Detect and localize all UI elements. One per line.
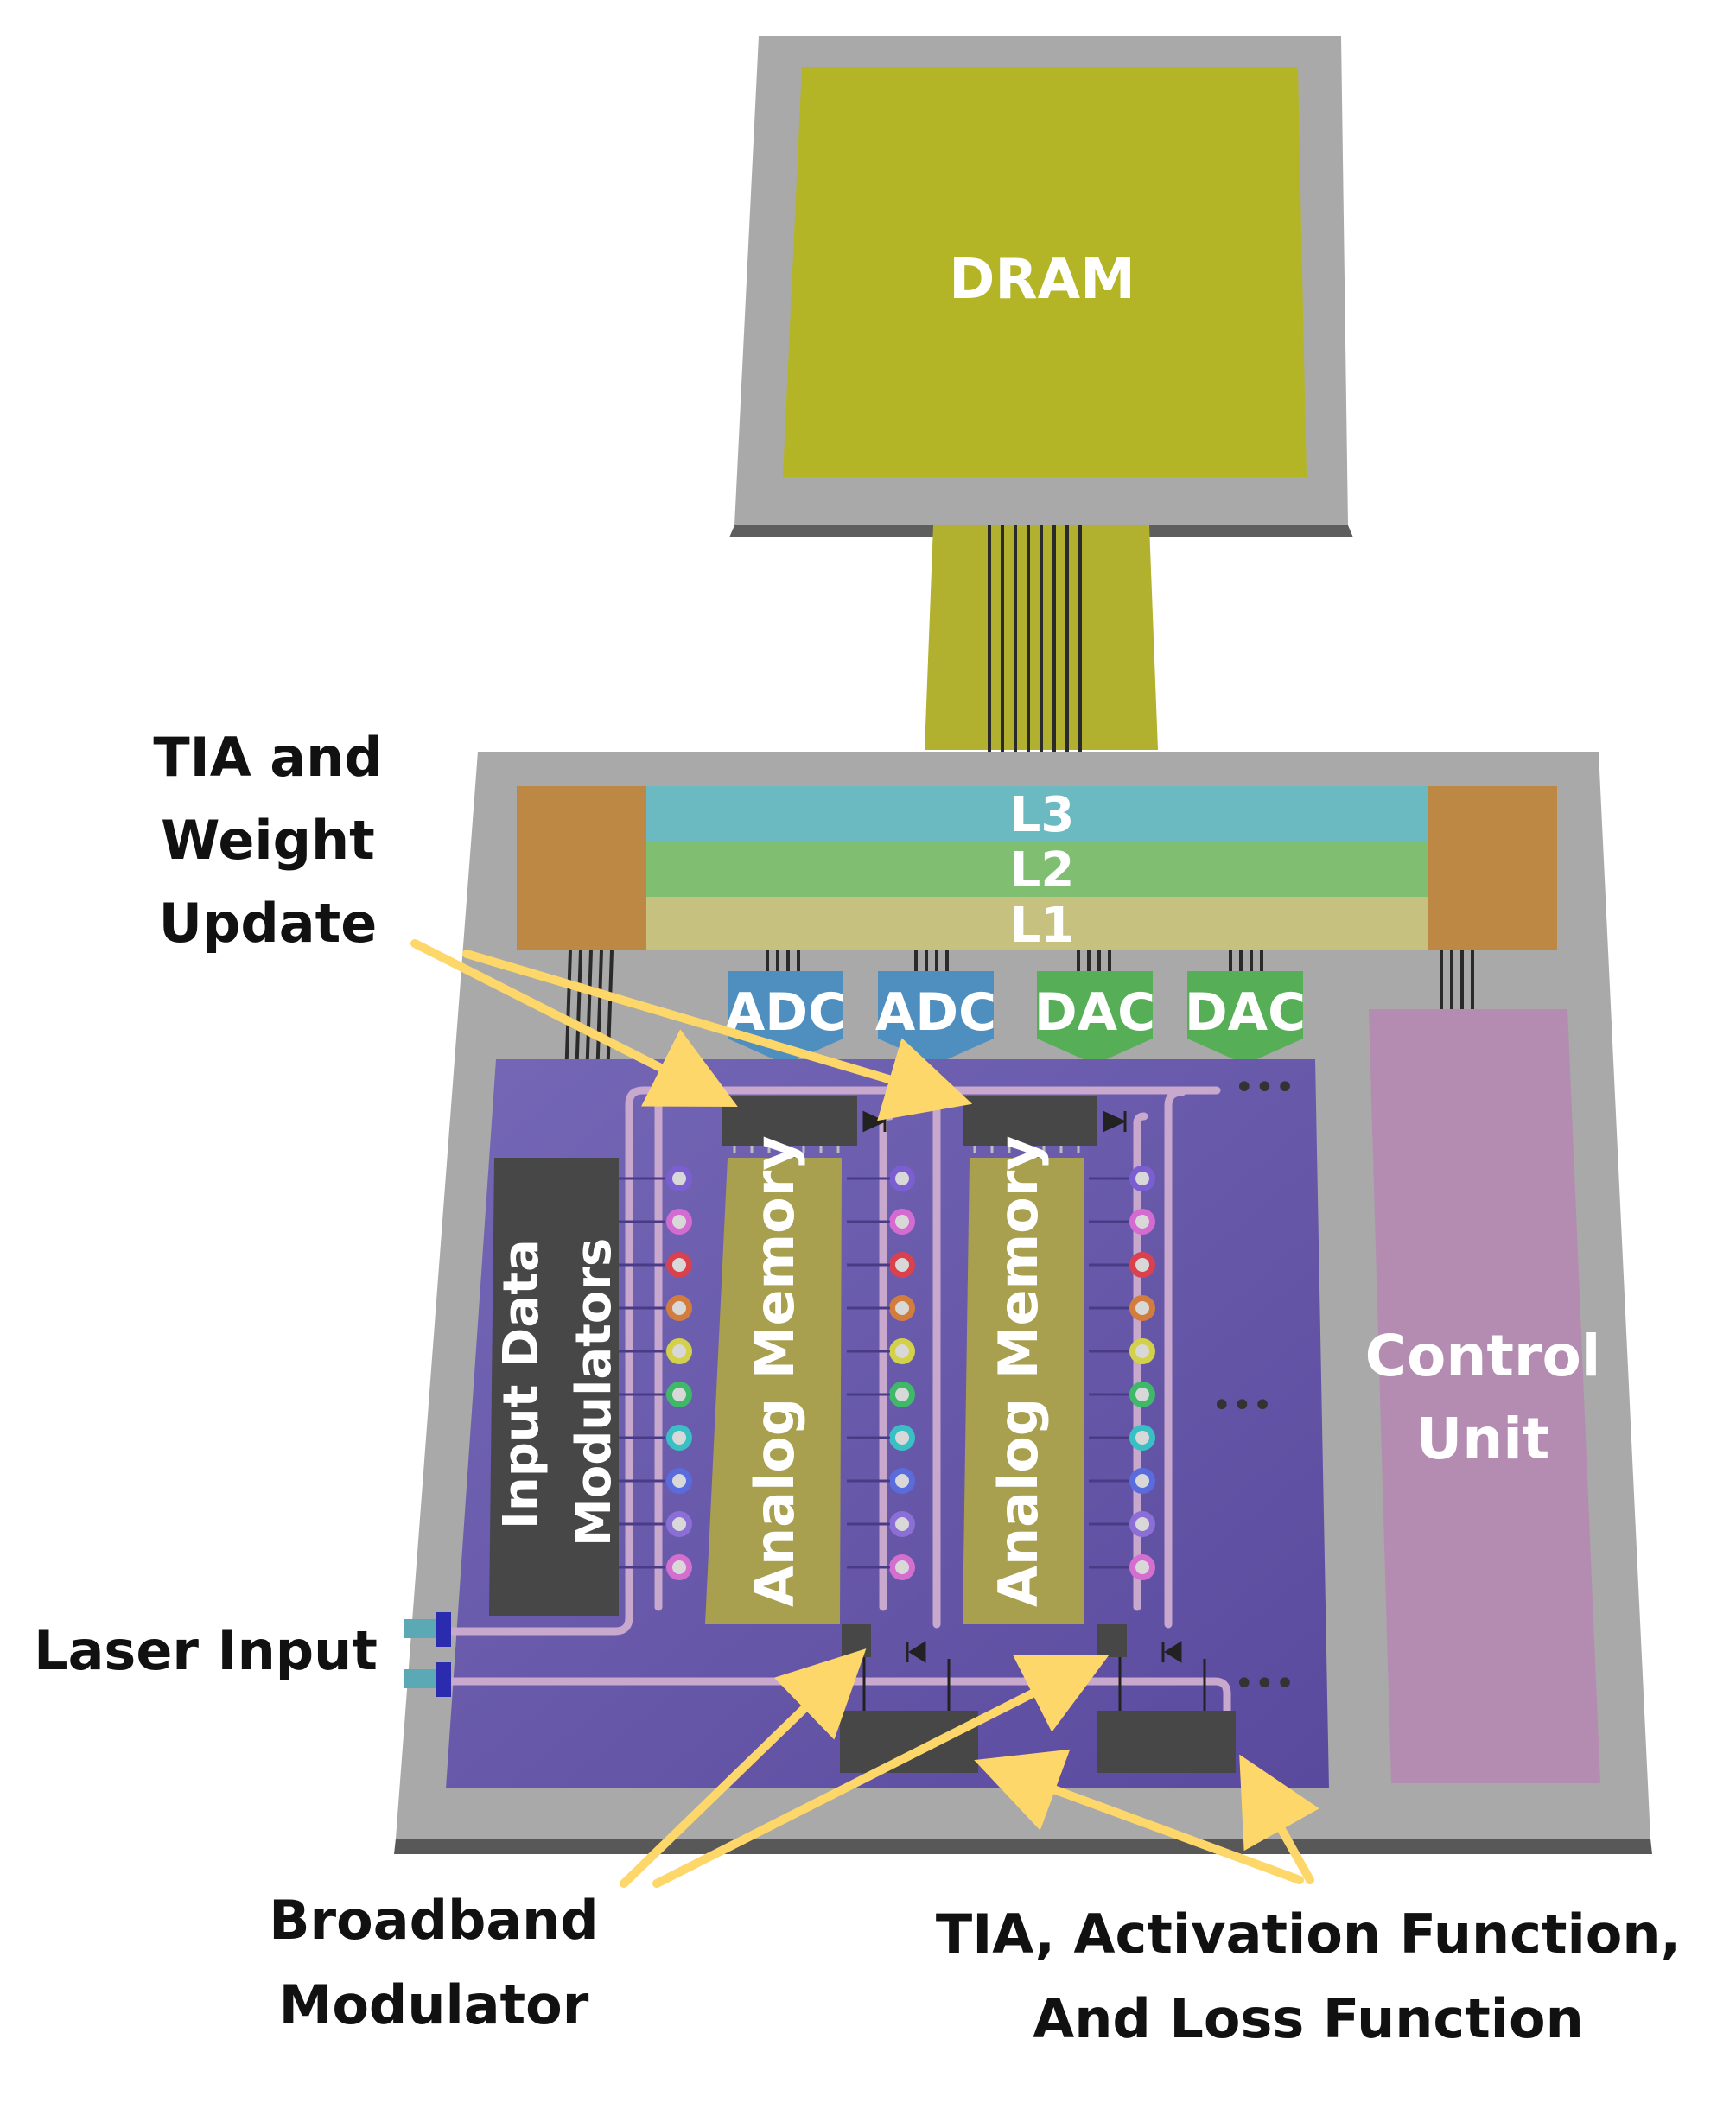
dac-1: DAC: [1034, 971, 1155, 1064]
l3-label: L3: [1010, 787, 1075, 843]
broadband-modulator-1: [842, 1624, 871, 1657]
ring-resonator-core: [672, 1301, 686, 1315]
ring-resonators-2: [889, 1166, 915, 1580]
ring-resonator-core: [895, 1560, 909, 1574]
tia-weight-label-3: Update: [159, 892, 378, 955]
memory-bus: [925, 525, 1158, 795]
ring-resonator-core: [895, 1172, 909, 1185]
ring-resonator-core: [672, 1258, 686, 1272]
cache-hierarchy: L3 L2 L1: [646, 786, 1428, 954]
ring-resonator-core: [672, 1431, 686, 1445]
ring-resonator-core: [672, 1344, 686, 1358]
tia-weight-label-2: Weight: [161, 809, 375, 872]
ring-resonator-core: [1135, 1301, 1149, 1315]
l3-cache: [646, 786, 1428, 842]
analog-memory-2: Analog Memory: [963, 1135, 1084, 1624]
ring-resonator-core: [895, 1258, 909, 1272]
input-modulators-label-1: Input Data: [493, 1239, 550, 1529]
ring-resonator-core: [672, 1474, 686, 1488]
dac-2: DAC: [1185, 971, 1306, 1064]
ring-resonator-core: [672, 1388, 686, 1401]
dac-2-label: DAC: [1185, 982, 1306, 1043]
adc-1: ADC: [725, 971, 846, 1064]
ring-resonator-core: [672, 1560, 686, 1574]
dram-label: DRAM: [949, 248, 1135, 312]
l1-cache: [646, 897, 1428, 950]
l2-cache: [646, 842, 1428, 897]
tia-activation-label-2: And Loss Function: [1033, 1987, 1584, 2050]
input-data-modulators: Input Data Modulators: [489, 1158, 622, 1616]
ring-resonator-core: [1135, 1172, 1149, 1185]
weight-tia-2: [963, 1096, 1097, 1153]
analog-memory-1: Analog Memory: [705, 1135, 842, 1624]
analog-memory-2-label: Analog Memory: [987, 1135, 1050, 1607]
ring-resonator-core: [1135, 1560, 1149, 1574]
dram-module: DRAM: [729, 36, 1353, 537]
ring-resonator-core: [895, 1344, 909, 1358]
ring-resonators-3: [1129, 1166, 1155, 1580]
ring-resonator-core: [1135, 1431, 1149, 1445]
tia-activation-label-1: TIA, Activation Function,: [936, 1903, 1681, 1966]
ring-resonator-core: [895, 1215, 909, 1229]
ellipsis-bottom: •••: [1234, 1664, 1295, 1704]
ring-resonator-core: [895, 1517, 909, 1531]
adc-2-label: ADC: [875, 982, 996, 1043]
ring-resonator-core: [1135, 1258, 1149, 1272]
broadband-label-1: Broadband: [269, 1889, 598, 1952]
ring-resonator-core: [895, 1301, 909, 1315]
ring-resonator-core: [1135, 1517, 1149, 1531]
ring-resonator-core: [1135, 1388, 1149, 1401]
l2-label: L2: [1010, 842, 1075, 899]
ring-resonator-core: [672, 1517, 686, 1531]
annotation-arrows: [410, 939, 1319, 1888]
io-block-right: [1428, 786, 1557, 950]
broadband-modulator-2: [1097, 1624, 1127, 1657]
ring-resonator-core: [1135, 1474, 1149, 1488]
control-unit: Control Unit: [1365, 1009, 1601, 1783]
ring-resonator-core: [1135, 1215, 1149, 1229]
tia-activation-2: [1097, 1657, 1236, 1773]
ellipsis-top: •••: [1234, 1068, 1295, 1108]
tia-weight-label-1: TIA and: [153, 726, 382, 789]
signal-lines: [619, 1177, 1129, 1569]
io-block-left: [517, 786, 646, 950]
control-unit-label-2: Unit: [1416, 1406, 1550, 1472]
ring-resonator-core: [672, 1172, 686, 1185]
ring-resonator-core: [672, 1215, 686, 1229]
ellipsis-middle: •••: [1211, 1386, 1273, 1426]
laser-input-fibers: [404, 1612, 451, 1697]
ring-resonators-1: [666, 1166, 692, 1580]
ring-resonator-core: [895, 1431, 909, 1445]
ring-resonator-core: [895, 1388, 909, 1401]
broadband-label-2: Modulator: [279, 1973, 589, 2036]
photonic-die: [446, 1059, 1329, 1788]
photodiode-bottom-icon: [906, 1641, 1182, 1663]
input-modulators-label-2: Modulators: [566, 1238, 622, 1547]
control-unit-label-1: Control: [1365, 1323, 1601, 1389]
weight-tia-1: [722, 1096, 857, 1153]
laser-input-label: Laser Input: [34, 1619, 378, 1682]
analog-memory-1-label: Analog Memory: [743, 1135, 806, 1607]
ring-resonator-core: [1135, 1344, 1149, 1358]
dac-1-label: DAC: [1034, 982, 1155, 1043]
l1-label: L1: [1010, 898, 1075, 954]
ring-resonator-core: [895, 1474, 909, 1488]
